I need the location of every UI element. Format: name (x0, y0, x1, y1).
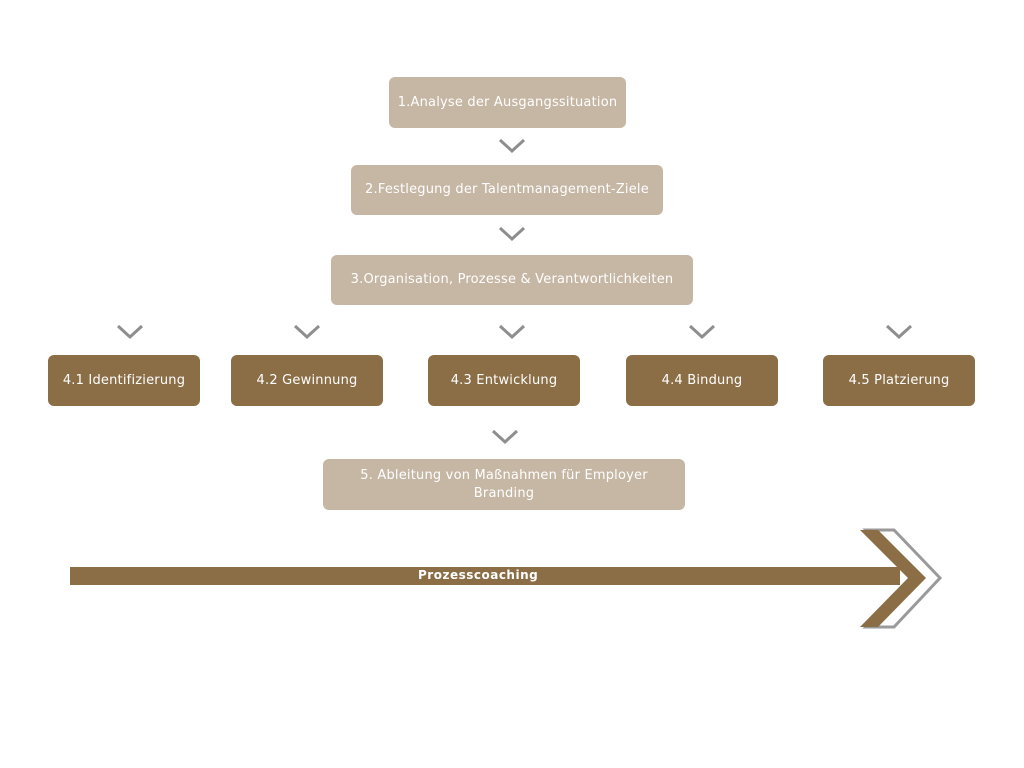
step-2-box: 2.Festlegung der Talentmanagement-Ziele (351, 165, 663, 215)
step-5-label: 5. Ableitung von Maßnahmen für Employer … (360, 467, 648, 501)
step-4-3-label: 4.3 Entwicklung (450, 372, 558, 388)
arrow-head (860, 530, 926, 627)
chevron-down-icon (498, 138, 526, 154)
arrow-outline-chevron (862, 528, 943, 629)
step-1-box: 1.Analyse der Ausgangssituation (389, 77, 626, 128)
step-5-box: 5. Ableitung von Maßnahmen für Employer … (323, 459, 685, 510)
chevron-down-icon (885, 324, 913, 340)
step-1-label: 1.Analyse der Ausgangssituation (397, 94, 618, 110)
step-4-2-label: 4.2 Gewinnung (256, 372, 358, 388)
step-4-1-box: 4.1 Identifizierung (48, 355, 200, 406)
step-3-label: 3.Organisation, Prozesse & Verantwortlic… (350, 272, 674, 287)
step-4-3-box: 4.3 Entwicklung (428, 355, 580, 406)
step-4-4-box: 4.4 Bindung (626, 355, 778, 406)
chevron-down-icon (116, 324, 144, 340)
arrow-label: Prozesscoaching (418, 568, 539, 582)
step-4-4-label: 4.4 Bindung (661, 372, 743, 388)
chevron-down-icon (491, 429, 519, 445)
chevron-down-icon (498, 324, 526, 340)
chevron-down-icon (498, 226, 526, 242)
chevron-down-icon (293, 324, 321, 340)
step-2-label: 2.Festlegung der Talentmanagement-Ziele (365, 182, 649, 197)
step-4-5-box: 4.5 Platzierung (823, 355, 975, 406)
step-4-1-label: 4.1 Identifizierung (62, 372, 186, 388)
step-4-5-label: 4.5 Platzierung (848, 372, 950, 388)
step-4-2-box: 4.2 Gewinnung (231, 355, 383, 406)
chevron-down-icon (688, 324, 716, 340)
step-3-box: 3.Organisation, Prozesse & Verantwortlic… (331, 255, 693, 305)
